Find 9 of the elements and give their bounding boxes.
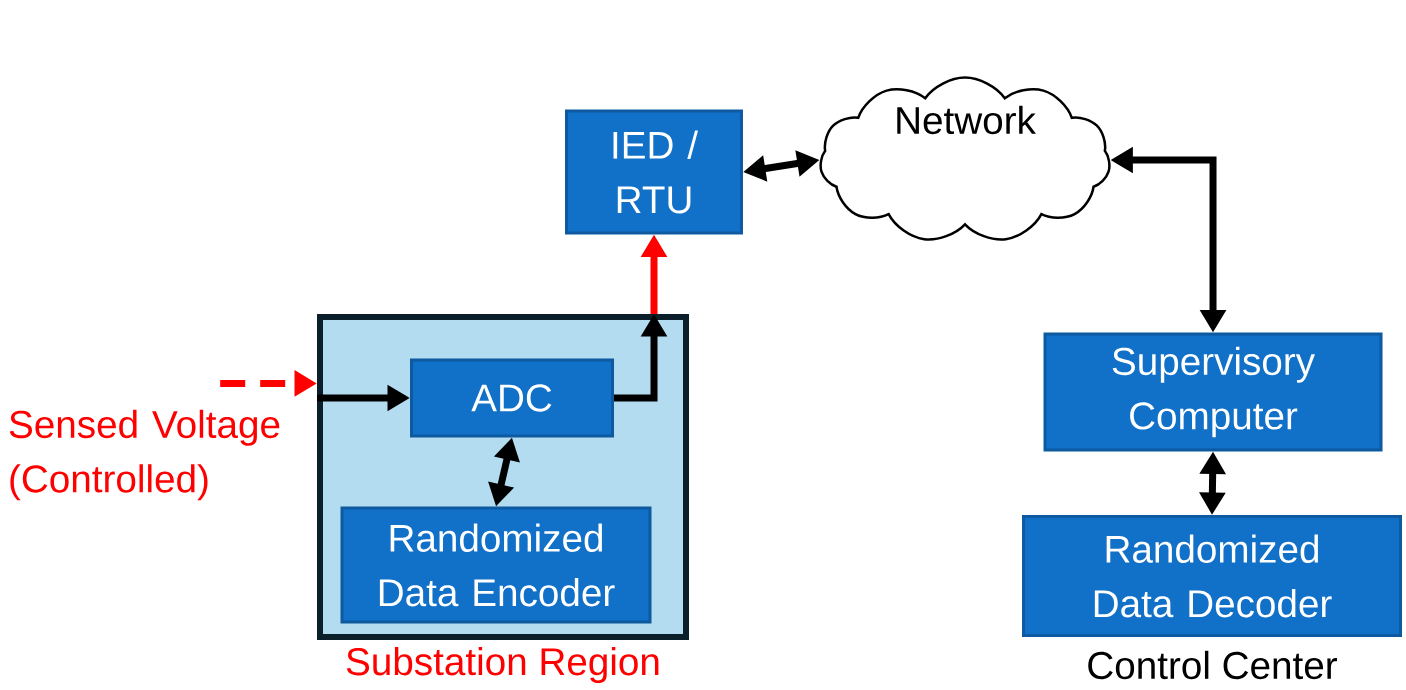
- node-label: Substation Region: [346, 646, 659, 684]
- process-box: Randomized Data Decoder: [1022, 515, 1402, 637]
- input-label: Sensed Voltage (Controlled): [9, 409, 280, 501]
- group-label: Control Center: [1088, 650, 1337, 680]
- process-box: Supervisory Computer: [1043, 332, 1383, 452]
- process-box: Randomized Data Encoder: [340, 506, 652, 624]
- process-box: IED / RTU: [565, 109, 743, 235]
- process-box: ADC: [410, 358, 614, 438]
- network-cloud: Network: [819, 76, 1111, 241]
